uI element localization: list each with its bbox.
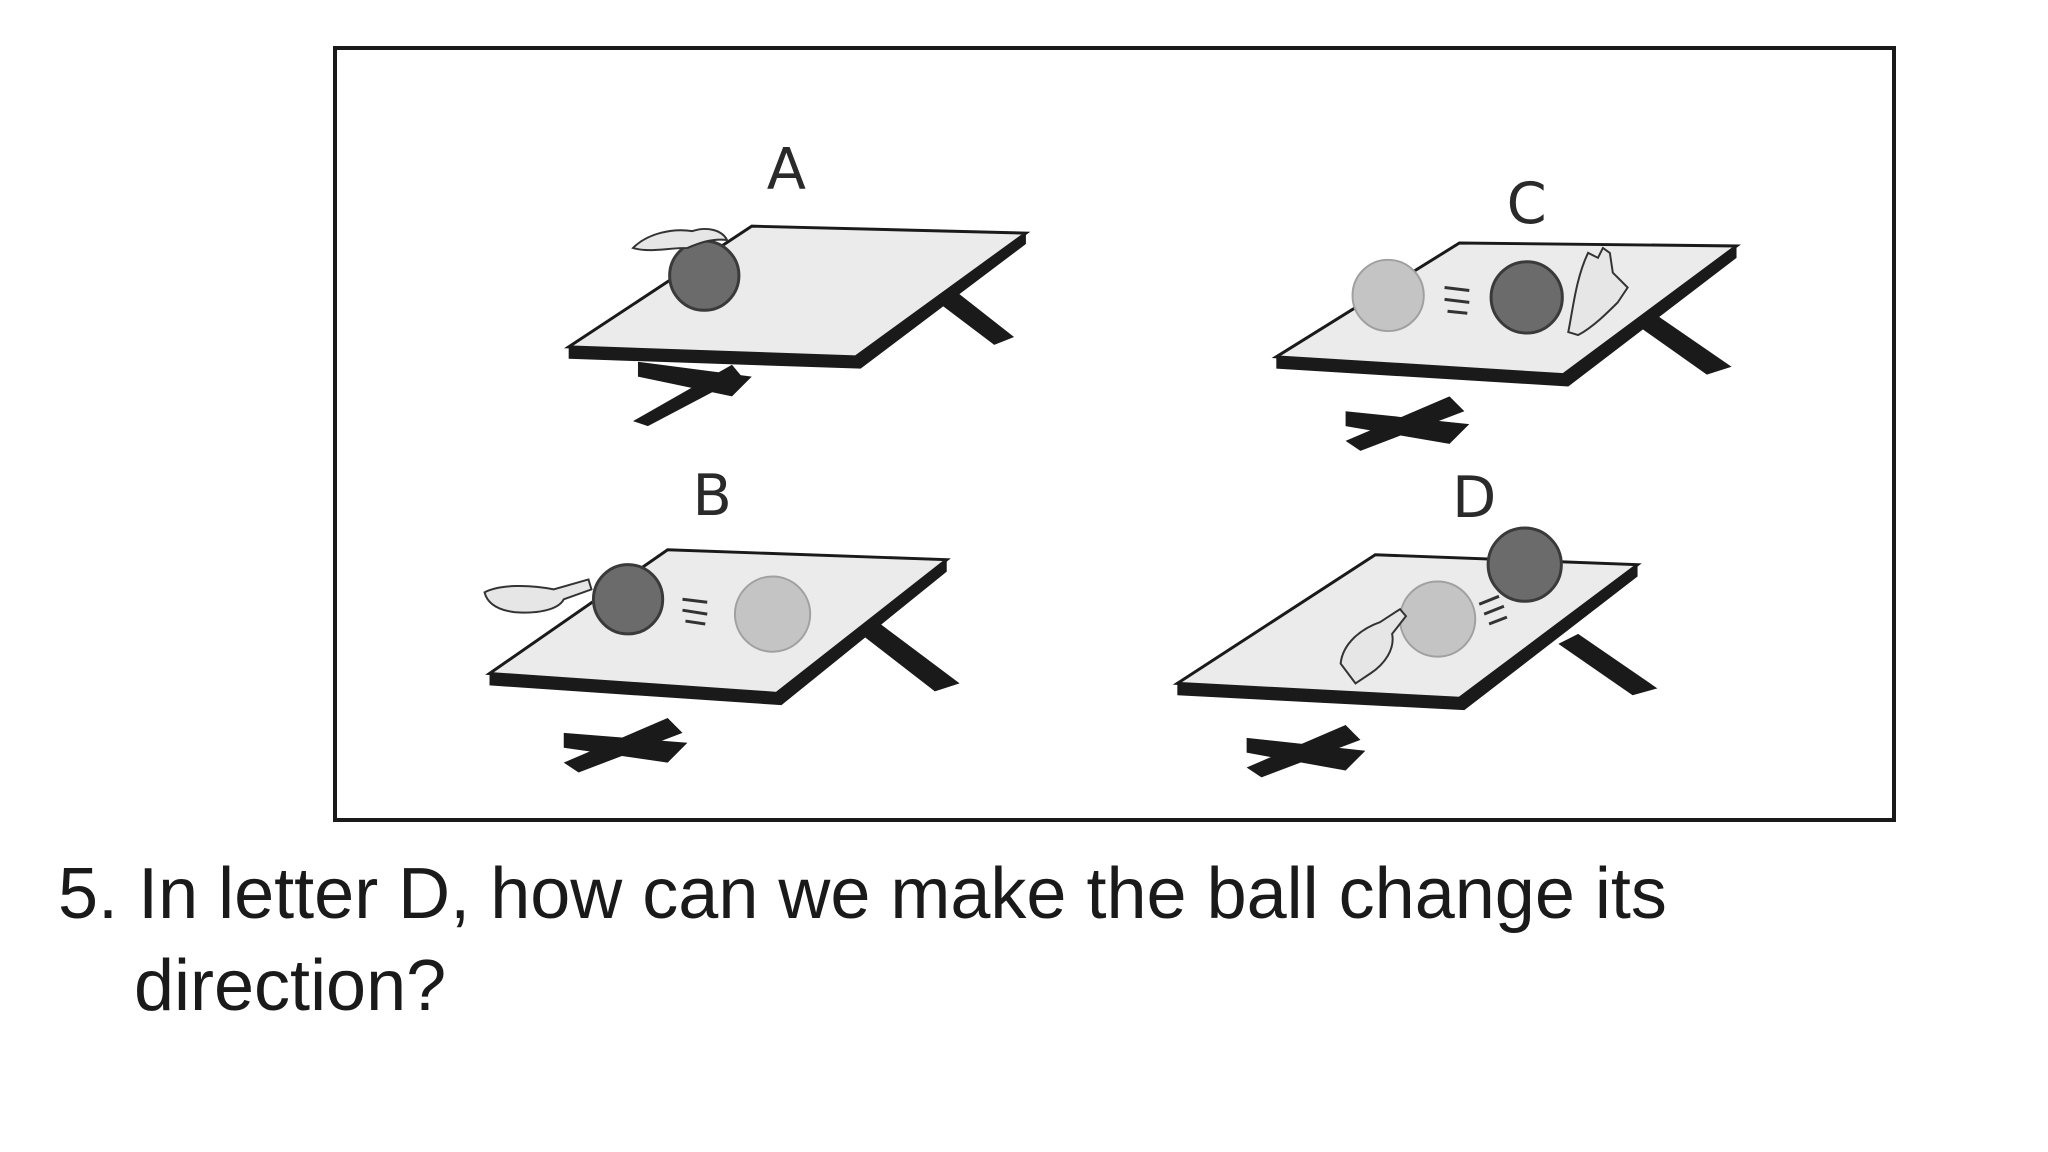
question-line-1: In letter D, how can we make the ball ch… bbox=[138, 854, 1667, 934]
ball-c-light bbox=[1351, 258, 1425, 333]
ball-c-dark bbox=[1489, 260, 1564, 335]
figure-illustration: A B C bbox=[483, 136, 1741, 778]
ball-b-light bbox=[733, 575, 812, 653]
panel-b-letter: B bbox=[693, 462, 732, 529]
question-number: 5. bbox=[58, 854, 119, 934]
panel-d-letter: D bbox=[1452, 464, 1496, 531]
question-line-2: direction? bbox=[134, 946, 447, 1026]
ball-b-dark bbox=[591, 563, 665, 636]
panel-c-letter: C bbox=[1507, 170, 1547, 237]
hand-d-icon bbox=[1339, 607, 1408, 685]
panel-c: C bbox=[1271, 170, 1741, 451]
hand-b-icon bbox=[483, 578, 593, 614]
ball-d-dark bbox=[1486, 526, 1563, 603]
question-text: 5. In letter D, how can we make the ball… bbox=[58, 848, 1958, 1032]
hand-a-icon bbox=[631, 228, 729, 252]
panel-b: B bbox=[483, 462, 960, 773]
ball-a bbox=[668, 239, 741, 312]
figure-frame: A B C bbox=[333, 46, 1896, 822]
hand-c-icon bbox=[1567, 246, 1629, 337]
panel-d: D bbox=[1172, 464, 1658, 778]
ball-d-light bbox=[1399, 580, 1477, 658]
panel-a: A bbox=[563, 136, 1031, 427]
panel-a-letter: A bbox=[767, 136, 806, 203]
